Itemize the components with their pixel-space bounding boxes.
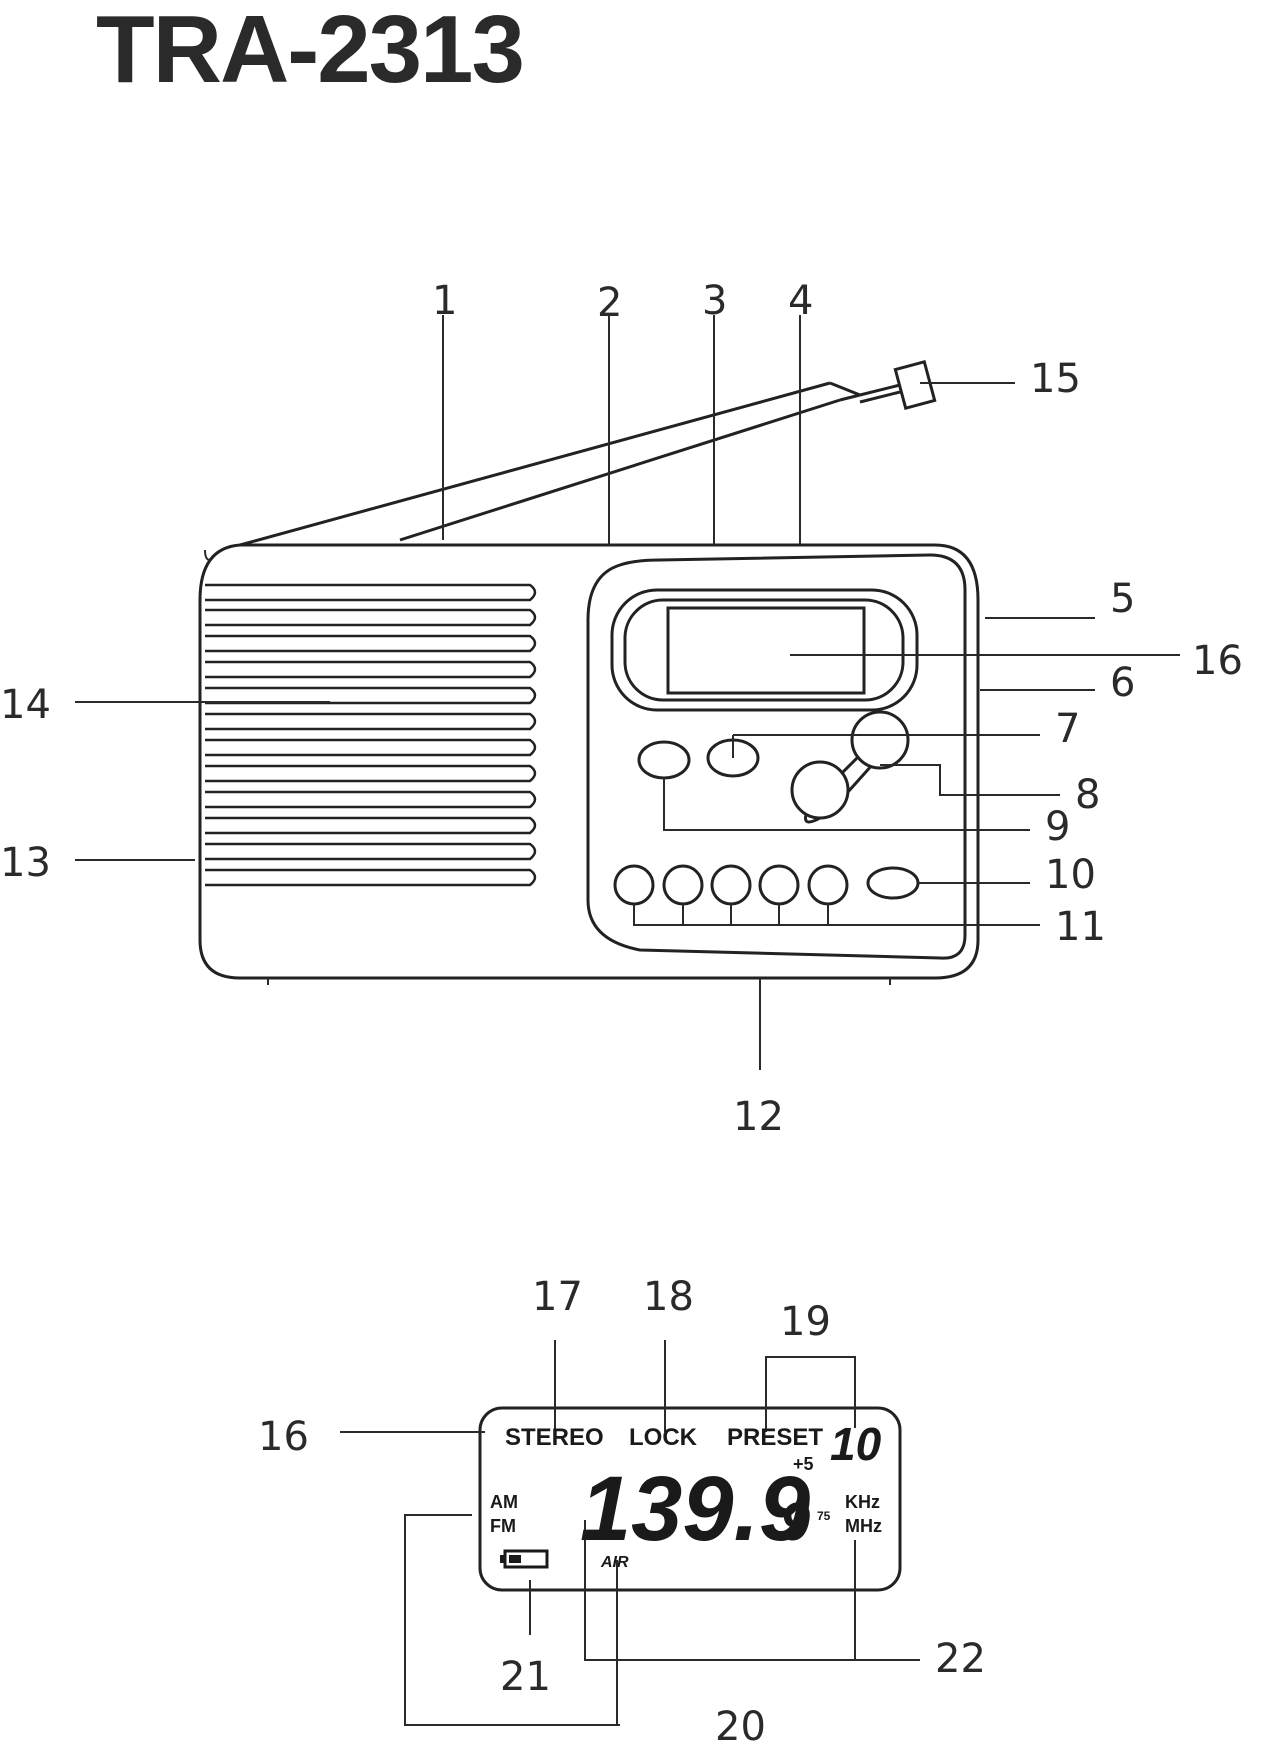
callout-4: 4 xyxy=(788,278,813,324)
button-9[interactable] xyxy=(637,740,691,780)
callout-10: 10 xyxy=(1045,852,1096,898)
lcd-frequency: 139.9 xyxy=(580,1458,810,1560)
callout-1: 1 xyxy=(432,278,457,324)
callout-11: 11 xyxy=(1055,904,1106,950)
lcd-preset-offset: +5 xyxy=(793,1454,814,1474)
lcd-small-digits: 75 xyxy=(817,1509,831,1523)
lcd-mhz: MHz xyxy=(845,1516,882,1536)
callout-7: 7 xyxy=(1055,706,1080,752)
page-title: TRA-2313 xyxy=(96,0,525,103)
lcd-air: AIR xyxy=(600,1554,629,1571)
radio-lcd-window xyxy=(610,588,919,712)
callout-5: 5 xyxy=(1110,576,1135,622)
speaker-grille xyxy=(205,583,537,887)
lcd-fm: FM xyxy=(490,1516,516,1536)
button-10[interactable] xyxy=(866,866,920,900)
callout-3: 3 xyxy=(702,278,727,324)
lcd-preset: PRESET xyxy=(727,1424,823,1451)
callout-18: 18 xyxy=(643,1274,694,1320)
tuning-buttons-8[interactable] xyxy=(790,710,910,824)
callout-13: 13 xyxy=(0,840,51,886)
callout-19: 19 xyxy=(780,1299,831,1345)
callout-9: 9 xyxy=(1045,804,1070,850)
telescopic-antenna xyxy=(239,359,937,547)
lcd-stereo: STEREO xyxy=(505,1424,604,1451)
callout-8: 8 xyxy=(1075,772,1100,818)
lcd-lock: LOCK xyxy=(629,1424,698,1451)
callout-16-lcd: 16 xyxy=(258,1414,309,1460)
control-panel xyxy=(586,553,967,960)
callout-16: 16 xyxy=(1192,638,1243,684)
callout-15: 15 xyxy=(1030,356,1081,402)
callout-17: 17 xyxy=(532,1274,583,1320)
lcd-khz: KHz xyxy=(845,1492,880,1512)
callout-22: 22 xyxy=(935,1636,986,1682)
preset-buttons-11[interactable] xyxy=(613,864,849,906)
callout-20: 20 xyxy=(715,1704,766,1750)
callout-6: 6 xyxy=(1110,660,1135,706)
lcd-preset-number: 10 xyxy=(830,1418,882,1470)
radio-body xyxy=(198,543,980,985)
battery-icon xyxy=(500,1549,549,1569)
lcd-frequency-small-digit: 9 xyxy=(780,1492,810,1552)
callout-14: 14 xyxy=(0,682,51,728)
lcd-am: AM xyxy=(490,1492,518,1512)
callout-2: 2 xyxy=(597,280,622,326)
callout-12: 12 xyxy=(733,1094,784,1140)
callout-21: 21 xyxy=(500,1654,551,1700)
lcd-detail xyxy=(478,1406,902,1592)
